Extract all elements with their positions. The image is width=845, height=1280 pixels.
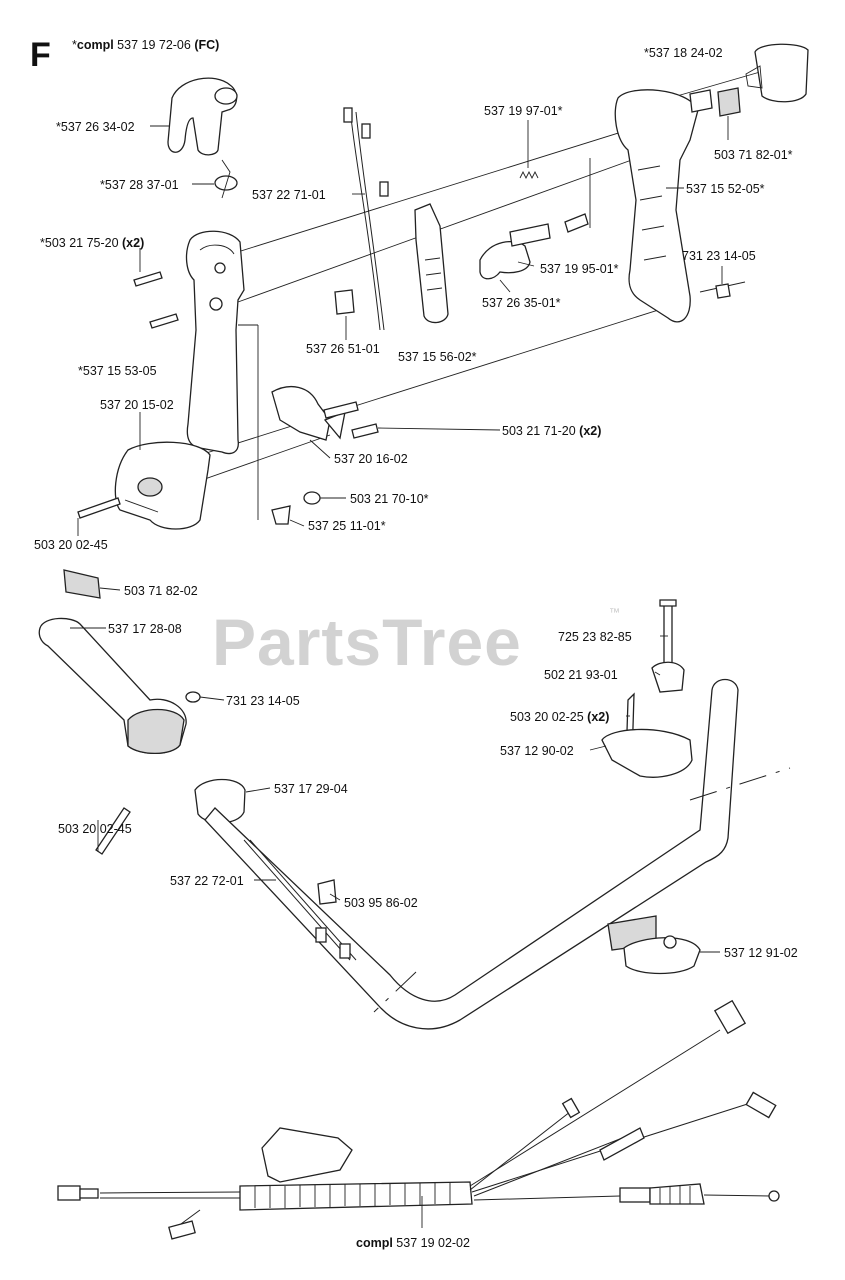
right-housing-part xyxy=(614,89,713,323)
part-label: 503 20 02-45 xyxy=(34,538,108,552)
wire-harness-lower xyxy=(243,839,357,961)
bolt-part xyxy=(651,599,685,693)
part-label: 731 23 14-05 xyxy=(226,694,300,708)
part-label: 502 21 93-01 xyxy=(544,668,618,682)
part-label: 537 25 11-01* xyxy=(308,519,386,533)
watermark: PartsTree xyxy=(212,605,522,679)
part-label: 731 23 14-05 xyxy=(682,249,756,263)
part-label: 503 21 70-10* xyxy=(350,492,429,506)
switch-part-right xyxy=(717,87,741,117)
part-label: 503 71 82-01* xyxy=(714,148,793,162)
top-clamp-part xyxy=(601,692,693,778)
loop-tube xyxy=(204,678,791,1030)
wire-harness-upper xyxy=(343,107,389,331)
nut-part xyxy=(715,283,731,299)
part-label: 503 20 02-45 xyxy=(58,822,132,836)
lower-housing-part xyxy=(114,441,211,530)
part-label: 503 21 71-20 (x2) xyxy=(502,424,602,438)
part-label: 537 22 72-01 xyxy=(170,874,244,888)
pin-part xyxy=(564,213,589,233)
grip-part xyxy=(38,617,187,755)
throttle-lever-part xyxy=(414,203,449,324)
watermark-tm: ™ xyxy=(609,607,620,619)
part-label: 537 12 90-02 xyxy=(500,744,574,758)
part-label: *537 28 37-01 xyxy=(100,178,179,192)
screws-left xyxy=(77,271,179,519)
trigger-part xyxy=(479,223,551,280)
part-label: 537 19 97-01* xyxy=(484,104,563,118)
part-label: 537 20 16-02 xyxy=(334,452,408,466)
upper-handle-part xyxy=(167,77,238,156)
part-label: compl 537 19 02-02 xyxy=(356,1236,470,1250)
switch-part xyxy=(63,569,101,599)
clip-part xyxy=(214,159,238,199)
assembly-axes xyxy=(144,71,761,520)
cable-harness-part xyxy=(57,999,780,1240)
part-label: 503 71 82-02 xyxy=(124,584,198,598)
part-label: 537 17 28-08 xyxy=(108,622,182,636)
part-label: 503 95 86-02 xyxy=(344,896,418,910)
leader-lines xyxy=(70,116,729,1228)
part-label: 537 22 71-01 xyxy=(252,188,326,202)
section-letter: F xyxy=(30,36,51,74)
part-label: 537 15 56-02* xyxy=(398,350,477,364)
part-label: 725 23 82-85 xyxy=(558,630,632,644)
part-label: *537 18 24-02 xyxy=(644,46,723,60)
part-label: *compl 537 19 72-06 (FC) xyxy=(72,38,220,52)
part-label: 537 26 35-01* xyxy=(482,296,561,310)
small-screw-part xyxy=(271,491,321,525)
part-label: 537 19 95-01* xyxy=(540,262,619,276)
grip-screw xyxy=(95,691,201,855)
throttle-cover-part xyxy=(271,386,379,441)
part-label: 537 20 15-02 xyxy=(100,398,174,412)
knob-part xyxy=(745,43,809,103)
left-housing-part xyxy=(185,230,245,455)
part-label: 537 12 91-02 xyxy=(724,946,798,960)
spring-part xyxy=(519,170,539,180)
part-label: *537 15 53-05 xyxy=(78,364,157,378)
part-label: 503 20 02-25 (x2) xyxy=(510,710,610,724)
part-label: 537 26 51-01 xyxy=(306,342,380,356)
bracket-part xyxy=(334,289,355,315)
part-label: 537 17 29-04 xyxy=(274,782,348,796)
part-label: 537 15 52-05* xyxy=(686,182,765,196)
part-label: *537 26 34-02 xyxy=(56,120,135,134)
bottom-clamp-part xyxy=(607,915,701,975)
part-label: *503 21 75-20 (x2) xyxy=(40,236,145,250)
